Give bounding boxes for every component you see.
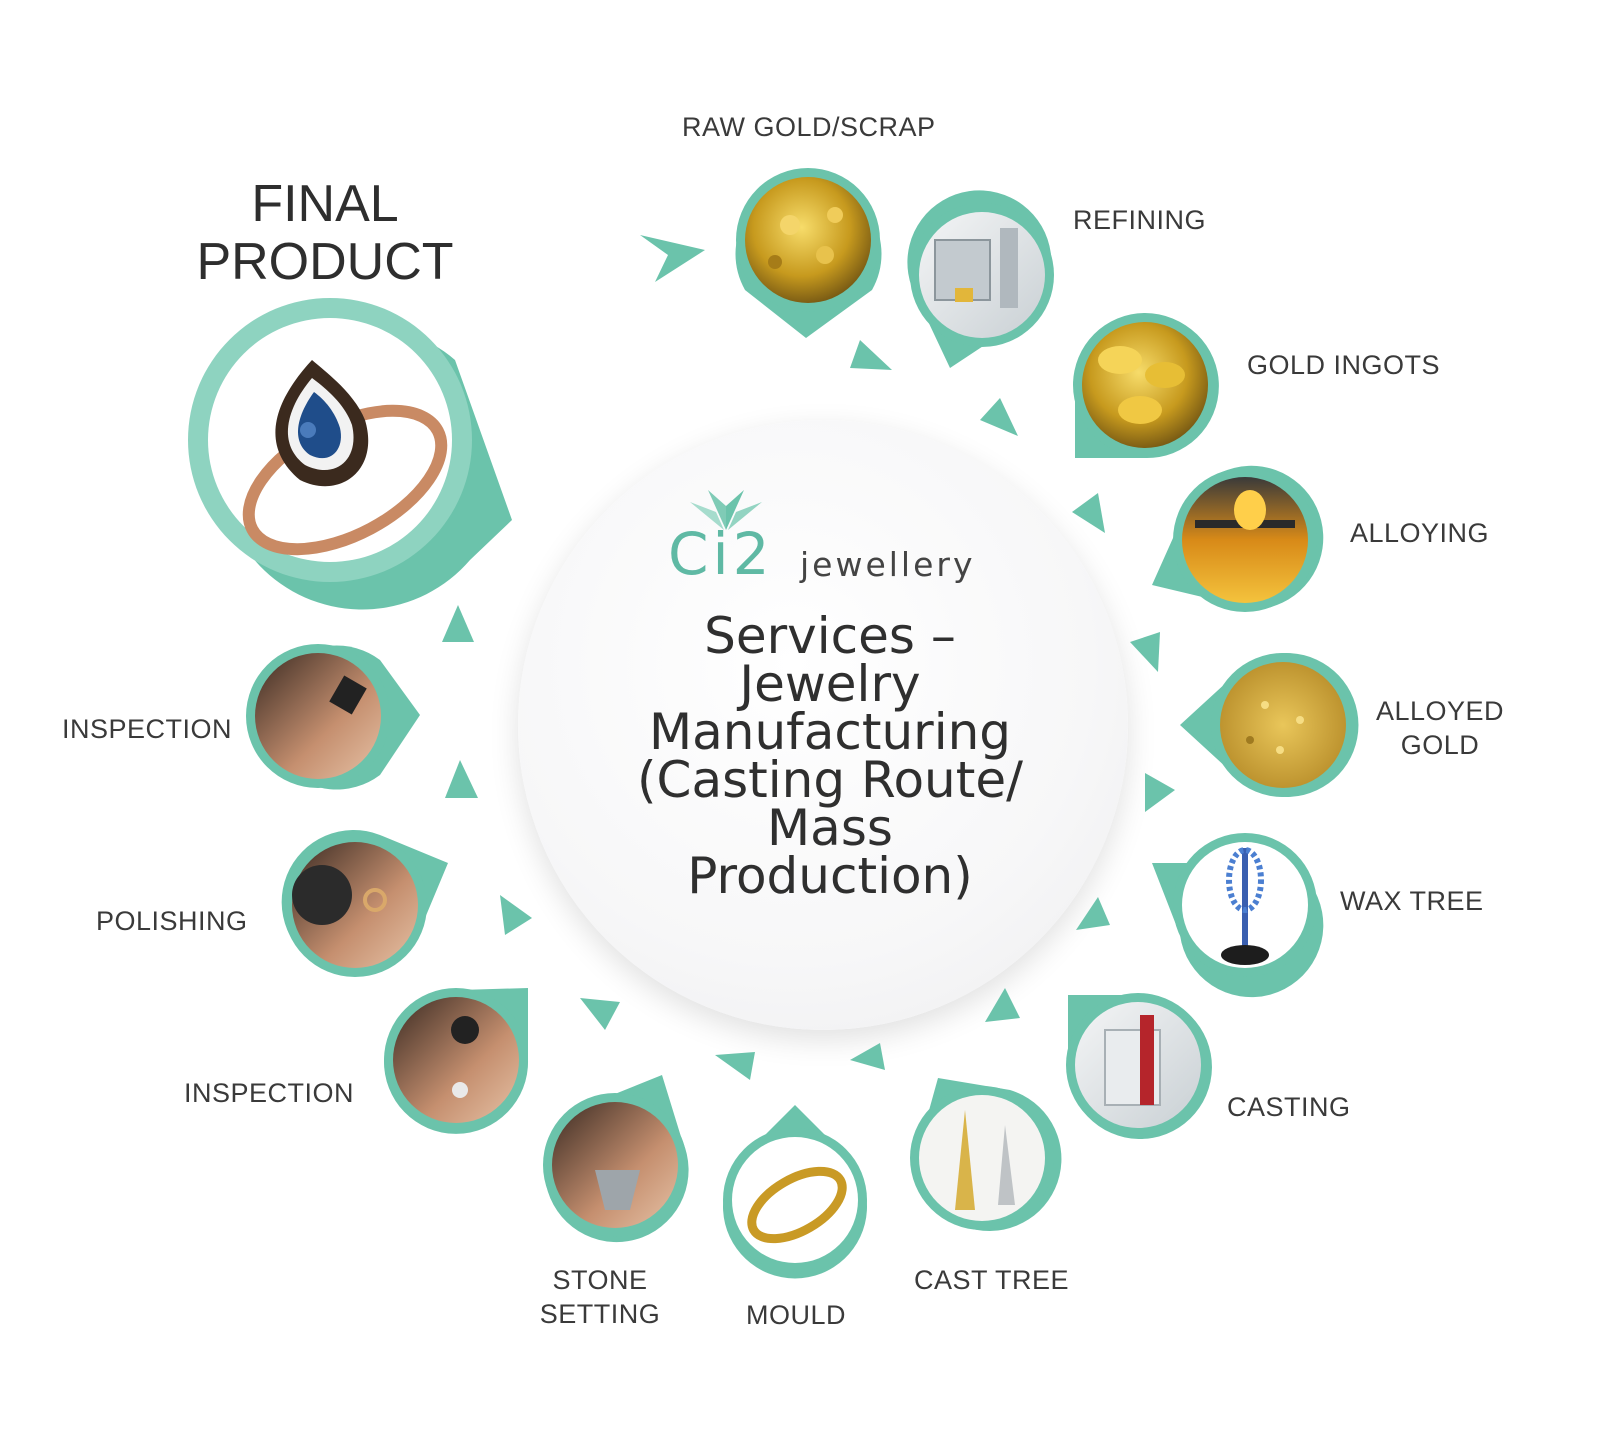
alloyed-gold-pin: [1180, 653, 1359, 798]
wax-tree-pin: [1152, 833, 1324, 998]
arrow-icon: [580, 998, 620, 1030]
label-inspection-top: INSPECTION: [62, 714, 233, 744]
arrow-icon: [500, 895, 532, 935]
label-cast-tree: CAST TREE: [914, 1265, 1070, 1295]
final-product-pin: [188, 298, 512, 610]
arrow-icon: [985, 988, 1020, 1022]
label-inspection-bottom: INSPECTION: [184, 1078, 355, 1108]
label-polishing: POLISHING: [96, 906, 248, 936]
center-hub: [518, 420, 1128, 1030]
logo-word: jewellery: [800, 545, 976, 584]
cast-tree-pin: [910, 1078, 1062, 1232]
arrow-icon: [445, 760, 478, 798]
alloying-pin: [1152, 465, 1324, 612]
gold-ingots-pin: [1073, 313, 1219, 459]
raw-gold-pin: [735, 168, 882, 338]
label-wax-tree: WAX TREE: [1340, 886, 1484, 916]
arrow-icon: [850, 340, 892, 370]
label-gold-ingots: GOLD INGOTS: [1247, 350, 1441, 380]
arrow-icon: [980, 398, 1018, 436]
arrow-icon: [1145, 773, 1175, 812]
leaf-logo-icon: [690, 490, 762, 530]
final-product-title: FINAL PRODUCT: [196, 175, 454, 291]
arrow-icon: [1130, 632, 1160, 672]
logo-mark: Ci2: [668, 520, 774, 588]
inspection-pin-bottom: [384, 988, 529, 1134]
center-title: Services – Jewelry Manufacturing (Castin…: [637, 607, 1023, 905]
blue-pear-ring-image: [242, 360, 448, 556]
arrow-icon: [1072, 493, 1105, 533]
label-casting: CASTING: [1227, 1092, 1351, 1122]
casting-pin: [1066, 993, 1212, 1139]
arrow-icon: [640, 235, 705, 282]
label-raw-gold: RAW GOLD/SCRAP: [682, 112, 936, 142]
arrow-icon: [1076, 897, 1110, 930]
label-refining: REFINING: [1073, 205, 1207, 235]
stone-setting-pin: [543, 1075, 689, 1243]
arrow-icon: [442, 605, 474, 642]
polishing-pin: [281, 830, 448, 977]
arrow-icon: [850, 1043, 885, 1070]
flow-arrows: [442, 235, 1175, 1080]
refining-pin: [907, 190, 1054, 368]
inspection-pin-top: [246, 644, 420, 790]
label-stone-setting: STONE SETTING: [539, 1265, 661, 1329]
label-alloyed-gold: ALLOYED GOLD: [1375, 696, 1505, 760]
mould-pin: [722, 1105, 867, 1279]
arrow-icon: [715, 1052, 755, 1080]
label-alloying: ALLOYING: [1350, 518, 1490, 548]
label-mould: MOULD: [746, 1300, 847, 1330]
